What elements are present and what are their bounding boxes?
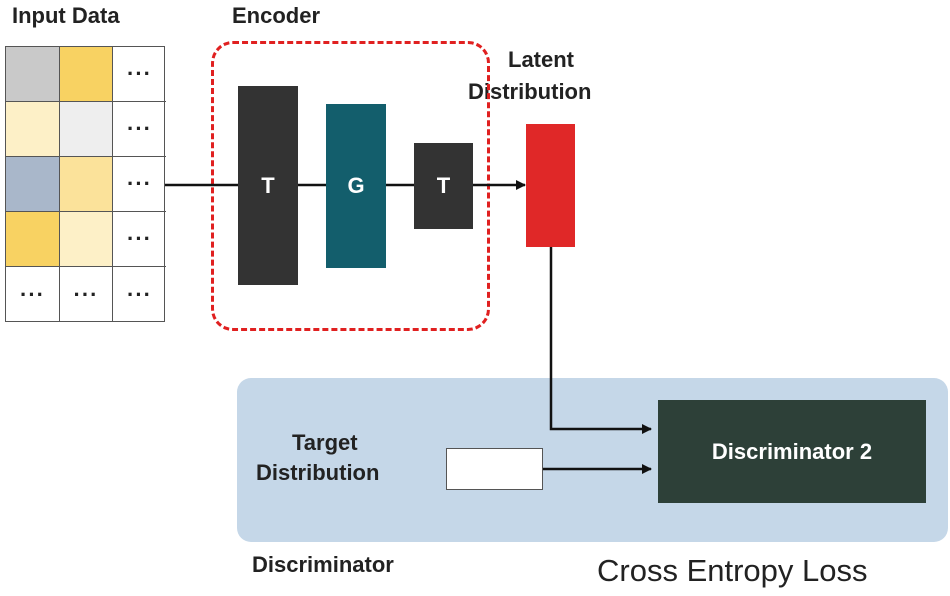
grid-cell [60, 157, 113, 212]
grid-ellipsis: ··· [113, 212, 166, 267]
cross-entropy-loss-label: Cross Entropy Loss [597, 553, 868, 588]
encoder-label: Encoder [232, 3, 321, 28]
grid-ellipsis: ··· [113, 102, 166, 157]
encoder-g-block: G [326, 104, 386, 268]
grid-ellipsis: ··· [60, 267, 113, 322]
grid-cell [60, 212, 113, 267]
grid-ellipsis: ··· [6, 267, 60, 322]
latent-distribution-label-line1: Latent [508, 47, 574, 72]
grid-cell [6, 47, 60, 102]
grid-ellipsis: ··· [127, 281, 152, 307]
discriminator-label: Discriminator [252, 552, 394, 577]
grid-cell [6, 212, 60, 267]
grid-cell [6, 102, 60, 157]
grid-ellipsis: ··· [113, 47, 166, 102]
input-data-grid: ··· ··· ··· ··· ··· ··· ··· [5, 46, 166, 322]
grid-cell [60, 47, 113, 102]
latent-distribution-block [526, 124, 575, 247]
encoder-t-block-2: T [414, 143, 473, 229]
grid-cell [60, 102, 113, 157]
target-distribution-label-line2: Distribution [256, 460, 380, 485]
latent-to-discriminator-arrow [549, 247, 652, 434]
discriminator-2-block: Discriminator 2 [658, 400, 926, 503]
target-distribution-label-line1: Target [292, 430, 358, 455]
input-data-label: Input Data [12, 3, 120, 28]
target-distribution-box [446, 448, 543, 490]
grid-ellipsis: ··· [113, 157, 166, 212]
grid-cell [6, 157, 60, 212]
encoder-t-block-1: T [238, 86, 298, 285]
